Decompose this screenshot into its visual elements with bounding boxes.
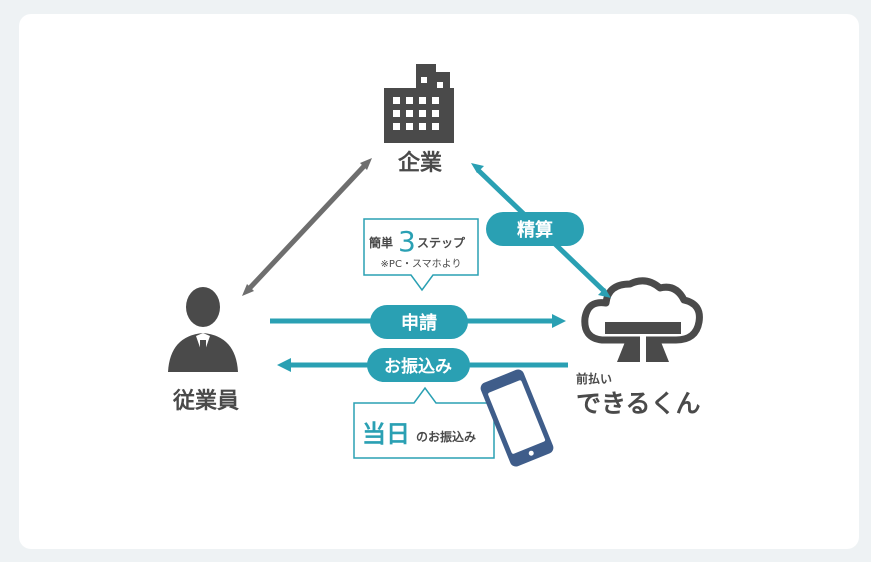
cloud-icon	[581, 277, 703, 362]
smartphone-icon	[480, 369, 554, 467]
sameday-big: 当日	[362, 420, 410, 448]
settle-pill	[486, 212, 584, 246]
steps-number: 3	[398, 225, 416, 258]
steps-callout: 簡単 3 ステップ ※PC・スマホより	[363, 218, 479, 292]
apply-label: 申請	[401, 312, 437, 334]
building-icon	[384, 64, 454, 143]
transfer-pill	[367, 348, 470, 382]
apply-pill	[370, 305, 468, 339]
steps-prefix: 簡単	[369, 235, 393, 250]
company-label: 企業	[397, 150, 443, 176]
settle-label: 精算	[517, 219, 553, 241]
sameday-callout: 当日 のお振込み	[353, 386, 495, 459]
person-icon	[168, 287, 238, 372]
service-name-label: できるくん	[576, 389, 701, 418]
sameday-rest: のお振込み	[416, 429, 476, 444]
employee-company-arrow	[242, 158, 372, 296]
steps-note: ※PC・スマホより	[381, 258, 462, 270]
service-small-label: 前払い	[576, 371, 612, 386]
employee-label: 従業員	[172, 388, 239, 414]
transfer-label: お振込み	[384, 356, 452, 377]
steps-suffix: ステップ	[417, 235, 466, 250]
